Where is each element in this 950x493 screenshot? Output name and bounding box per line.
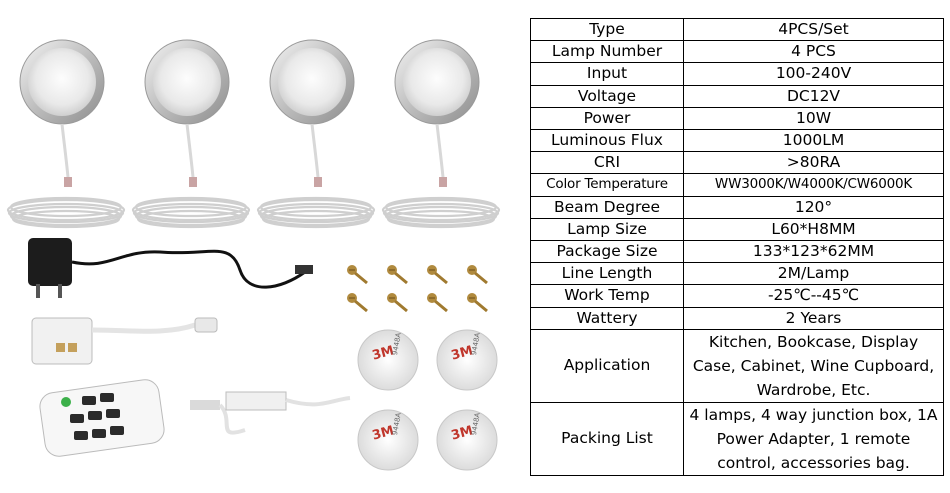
spec-label: Packing List (530, 401, 684, 476)
spec-value: 2 Years (683, 306, 944, 330)
spec-label: Luminous Flux (530, 129, 684, 153)
spec-label: Application (530, 328, 684, 403)
lamp-icon (381, 38, 501, 229)
spec-label: CRI (530, 151, 684, 175)
lamp-icon (131, 38, 251, 229)
remote-control-icon (39, 379, 165, 457)
dimmer-cable-icon (190, 391, 351, 435)
spec-value: 10W (683, 106, 944, 131)
spec-value: 2M/Lamp (683, 262, 944, 286)
adhesive-pad-icon (357, 329, 498, 471)
spec-value: Kitchen, Bookcase, Display Case, Cabinet… (683, 328, 944, 403)
spec-value: 4 PCS (683, 40, 944, 64)
spec-label: Power (530, 106, 684, 131)
spec-label: Line Length (530, 262, 684, 286)
spec-label: Lamp Size (530, 217, 684, 242)
screw-icon (345, 263, 489, 313)
spec-label: Beam Degree (530, 195, 684, 219)
spec-value: 4PCS/Set (683, 17, 944, 42)
spec-label: Work Temp (530, 284, 684, 308)
lamp-icon (6, 38, 126, 229)
lamp-icon (256, 38, 376, 229)
spec-label: Type (530, 17, 684, 42)
spec-value: 1000LM (683, 129, 944, 153)
spec-label: Package Size (530, 240, 684, 264)
product-photo: 3M 9448A (6, 38, 501, 471)
spec-value: 4 lamps, 4 way junction box, 1A Power Ad… (683, 401, 944, 476)
spec-value: -25℃--45℃ (683, 284, 944, 308)
spec-row: CRI>80RA (530, 151, 944, 175)
power-adapter-icon (28, 238, 313, 298)
spec-value: 133*123*62MM (683, 240, 944, 264)
spec-label: Input (530, 62, 684, 86)
spec-value: >80RA (683, 151, 944, 175)
spec-label: Voltage (530, 84, 684, 108)
spec-label: Color Temperature (530, 173, 684, 197)
spec-label: Lamp Number (530, 40, 684, 64)
spec-value: DC12V (683, 84, 944, 108)
spec-value: 100-240V (683, 62, 944, 86)
spec-value: L60*H8MM (683, 217, 944, 242)
spec-value: WW3000K/W4000K/CW6000K (683, 173, 944, 197)
spec-label: Wattery (530, 306, 684, 330)
spec-value: 120° (683, 195, 944, 219)
spec-row: Work Temp-25℃--45℃ (530, 284, 944, 308)
junction-box-icon (31, 317, 218, 365)
